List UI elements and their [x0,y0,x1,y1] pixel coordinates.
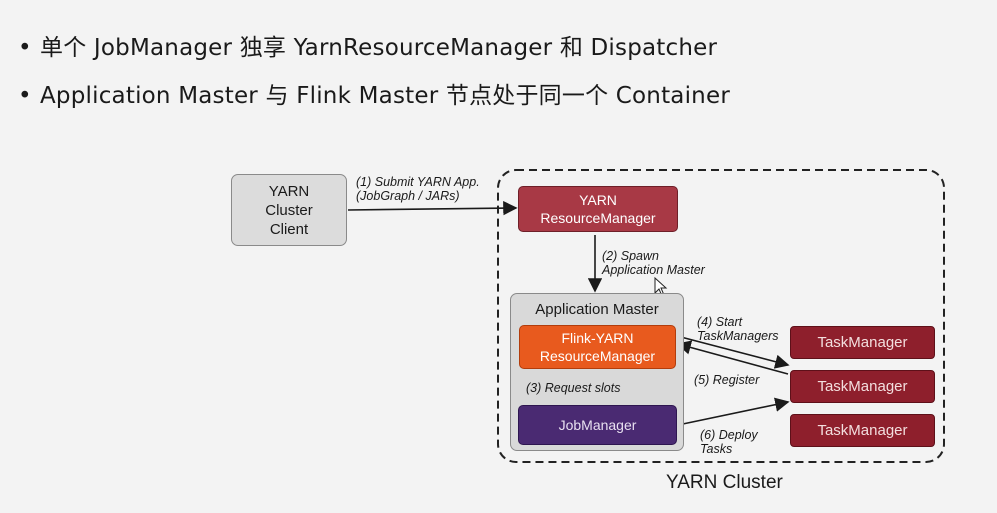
submit-arrow [347,200,518,216]
step-register-label: (5) Register [694,373,760,387]
bullet-item: •单个 JobManager 独享 YarnResourceManager 和 … [18,35,718,61]
task-manager: TaskManager [790,326,935,359]
bullet-list: •单个 JobManager 独享 YarnResourceManager 和 … [18,24,730,120]
bullet-item: •Application Master 与 Flink Master 节点处于同… [18,83,730,109]
yarn-cluster-label: YARN Cluster [666,472,783,493]
step-request-label: (3) Request slots [526,381,621,395]
yarn-cluster-boundary [497,169,945,463]
start-taskmanagers-arrow [676,335,790,369]
task-manager: TaskManager [790,414,935,447]
application-master-label: Application Master [535,301,659,318]
deploy-tasks-arrow [677,397,790,426]
step-submit-label: (1) Submit YARN App.(JobGraph / JARs) [356,175,480,203]
register-arrow [676,340,789,375]
job-manager: JobManager [518,405,677,445]
task-manager: TaskManager [790,370,935,403]
